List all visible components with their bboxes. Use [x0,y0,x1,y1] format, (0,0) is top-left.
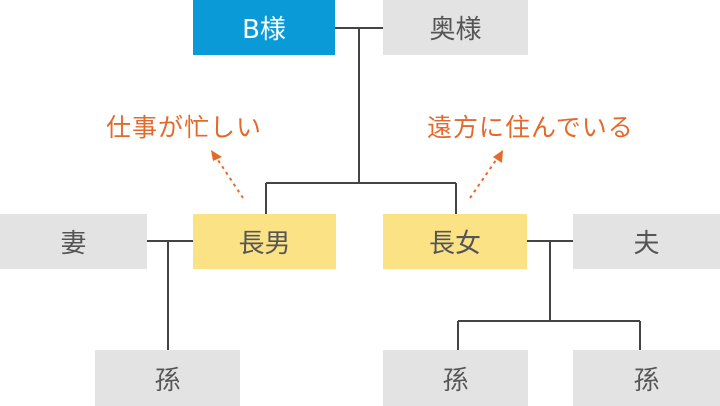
connector-children [265,182,457,214]
node-otto: 夫 [573,214,720,269]
node-mago-left: 孫 [95,350,240,406]
node-choujo: 長女 [383,214,527,269]
node-b-sama: B様 [193,0,335,55]
annotation-arrowhead-right [493,150,503,163]
annotation-busy-with-work: 仕事が忙しい [106,113,263,142]
node-chounan: 長男 [193,214,336,269]
node-mago-center: 孫 [383,350,528,406]
annotation-arrowhead-left [211,150,222,161]
connector-parents [335,27,383,183]
node-okusama: 奥様 [383,0,528,55]
node-mago-right: 孫 [573,350,720,406]
annotation-arrow-right [469,159,497,199]
node-tsuma: 妻 [0,214,147,269]
connector-daughter-husband [457,240,641,350]
annotation-arrow-left [217,159,244,199]
annotation-lives-far-away: 遠方に住んでいる [427,113,634,142]
connector-son-wife [147,240,193,350]
